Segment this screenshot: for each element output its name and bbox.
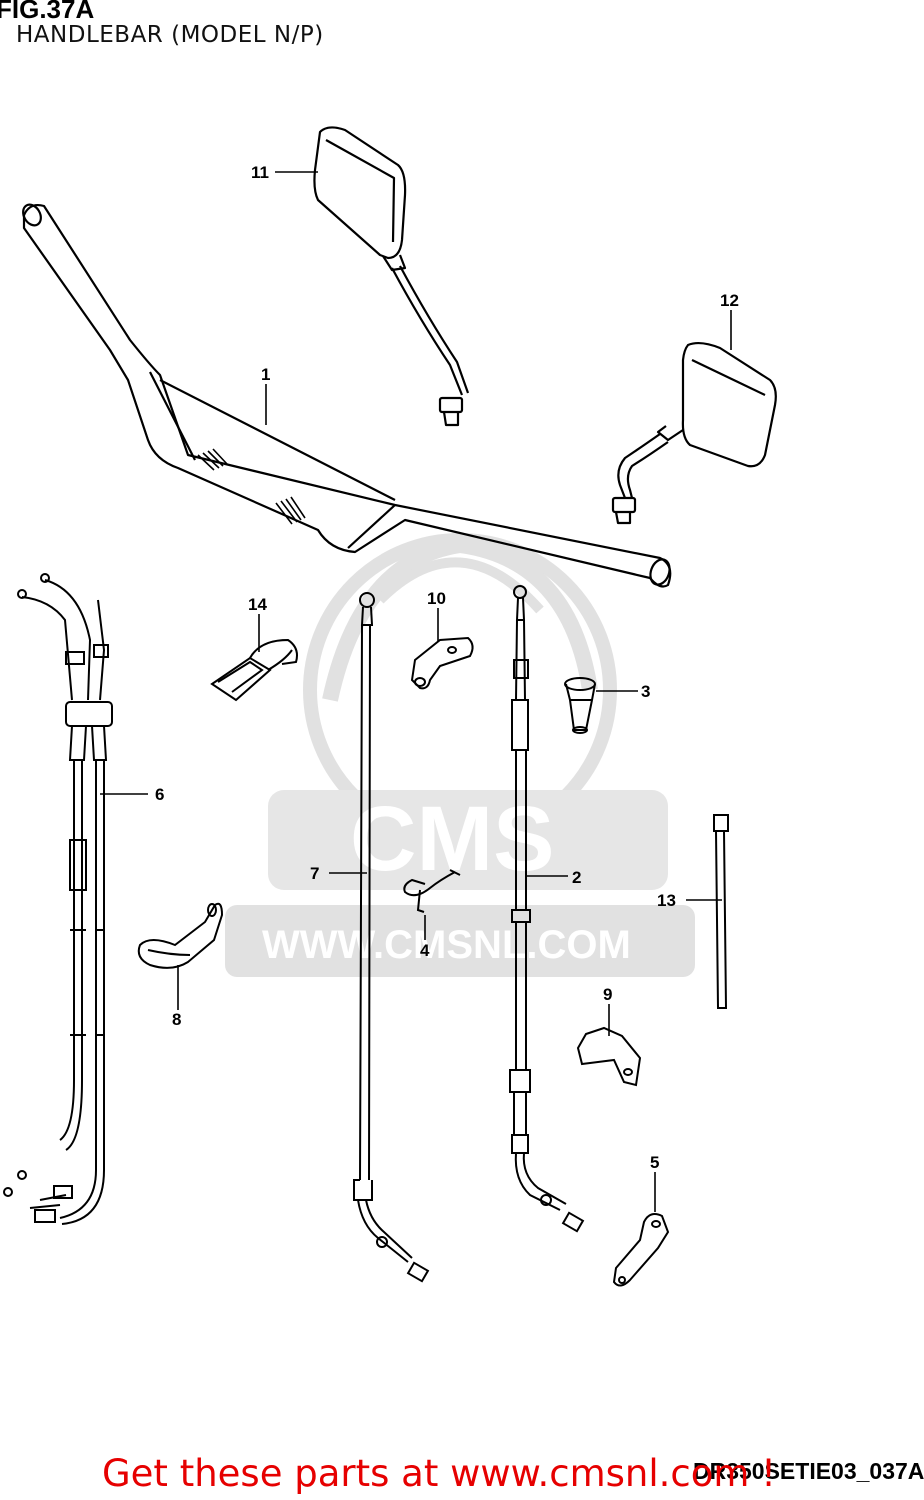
diagram-code: DR350SETIE03_037A bbox=[693, 1458, 924, 1484]
part-3-grip bbox=[564, 677, 596, 734]
watermark-logo: CMS bbox=[350, 788, 554, 890]
label-14: 14 bbox=[248, 595, 267, 614]
label-6: 6 bbox=[155, 785, 164, 804]
watermark-url: WWW.CMSNL.COM bbox=[262, 923, 631, 967]
figure-subtitle: HANDLEBAR (MODEL N/P) bbox=[16, 22, 324, 48]
part-10-bracket bbox=[410, 636, 474, 690]
label-12: 12 bbox=[720, 291, 739, 310]
part-14-clip bbox=[210, 638, 298, 702]
throttle-cables bbox=[3, 573, 113, 1225]
part-4-spring bbox=[403, 869, 461, 913]
label-8: 8 bbox=[172, 1010, 181, 1029]
part-13-cable-tie bbox=[713, 814, 729, 1009]
handlebar bbox=[22, 203, 672, 588]
left-mirror bbox=[313, 126, 470, 427]
part-2-cable bbox=[509, 585, 585, 1233]
label-2: 2 bbox=[572, 868, 581, 887]
footer-link[interactable]: Get these parts at www.cmsnl.com ! bbox=[102, 1452, 777, 1495]
leader-lines bbox=[100, 171, 732, 1212]
right-mirror bbox=[611, 341, 777, 525]
part-7-cable bbox=[353, 592, 430, 1283]
label-5: 5 bbox=[650, 1153, 659, 1172]
figure-title: FIG.37A bbox=[0, 0, 95, 24]
label-4: 4 bbox=[420, 941, 430, 960]
label-9: 9 bbox=[603, 985, 612, 1004]
label-3: 3 bbox=[641, 682, 650, 701]
label-13: 13 bbox=[657, 891, 676, 910]
label-7: 7 bbox=[310, 864, 319, 883]
part-9-bracket bbox=[576, 1026, 642, 1087]
label-11: 11 bbox=[251, 163, 269, 182]
label-10: 10 bbox=[427, 589, 446, 608]
part-5-bracket bbox=[612, 1213, 670, 1287]
cmsnl-watermark: CMS WWW.CMSNL.COM bbox=[225, 533, 695, 977]
label-1: 1 bbox=[261, 365, 270, 384]
part-8-clamp bbox=[137, 902, 224, 969]
